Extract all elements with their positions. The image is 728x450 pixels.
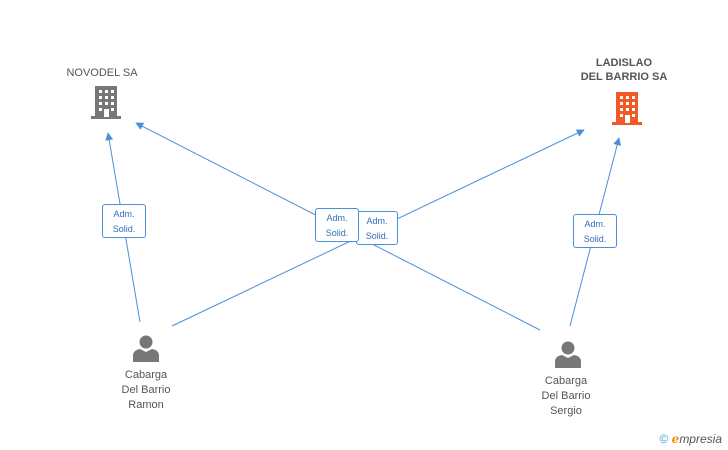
person-name-line: Ramon bbox=[128, 399, 164, 411]
person-label-sergio[interactable]: Cabarga Del Barrio Sergio bbox=[506, 374, 626, 419]
role-badge[interactable]: Adm. Solid. bbox=[573, 214, 617, 248]
brand-logo[interactable]: © empresia bbox=[659, 432, 722, 446]
company-name-line: DEL BARRIO SA bbox=[580, 71, 668, 83]
company-name-line: LADISLAO bbox=[595, 57, 653, 69]
person-icon[interactable] bbox=[132, 334, 160, 362]
role-badge[interactable]: Adm. Solid. bbox=[315, 208, 359, 242]
company-label-ladislao[interactable]: LADISLAO DEL BARRIO SA bbox=[564, 56, 684, 84]
role-badge[interactable]: Adm. Solid. bbox=[356, 211, 398, 245]
company-label-novodel[interactable]: NOVODEL SA bbox=[52, 66, 152, 80]
person-name-line: Del Barrio bbox=[121, 384, 171, 396]
company-name-line: NOVODEL SA bbox=[66, 67, 138, 79]
role-line: Solid. bbox=[583, 234, 607, 244]
role-line: Adm. bbox=[326, 213, 348, 223]
person-icon[interactable] bbox=[554, 340, 582, 368]
person-label-ramon[interactable]: Cabarga Del Barrio Ramon bbox=[86, 368, 206, 413]
copyright-icon: © bbox=[659, 432, 669, 446]
role-line: Adm. bbox=[584, 219, 606, 229]
role-line: Solid. bbox=[365, 231, 389, 241]
building-icon[interactable] bbox=[90, 84, 122, 120]
person-name-line: Cabarga bbox=[544, 375, 588, 387]
brand-name: mpresia bbox=[679, 432, 722, 446]
role-badge[interactable]: Adm. Solid. bbox=[102, 204, 146, 238]
person-name-line: Del Barrio bbox=[541, 390, 591, 402]
building-icon[interactable] bbox=[611, 90, 643, 126]
person-name-line: Sergio bbox=[550, 405, 582, 417]
role-line: Adm. bbox=[113, 209, 135, 219]
role-line: Solid. bbox=[112, 224, 136, 234]
brand-initial: e bbox=[671, 432, 680, 446]
role-line: Solid. bbox=[325, 228, 349, 238]
person-name-line: Cabarga bbox=[124, 369, 168, 381]
role-line: Adm. bbox=[366, 216, 388, 226]
